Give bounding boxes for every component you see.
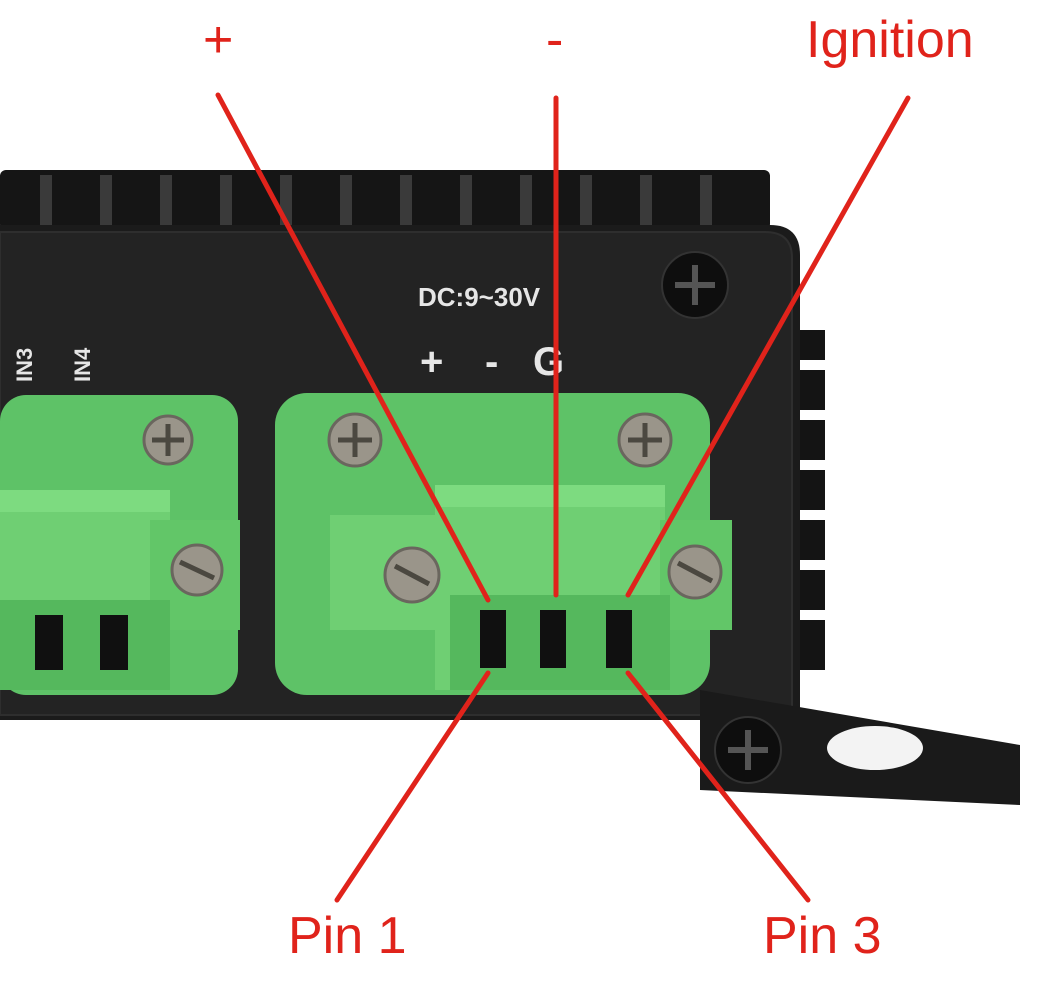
callout-line-pin1 bbox=[334, 670, 491, 903]
callout-lines bbox=[215, 92, 911, 903]
heatsink-fins-top bbox=[0, 170, 770, 230]
panel-screw-top bbox=[661, 251, 729, 319]
plus-callout-label: + bbox=[203, 11, 234, 69]
io-terminal-block bbox=[0, 395, 240, 695]
in3-label: IN3 bbox=[12, 348, 37, 382]
terminal-g-label: G bbox=[533, 340, 564, 384]
power-rating-label: DC:9~30V bbox=[418, 282, 541, 312]
ignition-callout-label: Ignition bbox=[806, 11, 974, 69]
panel-screw-bottom bbox=[714, 716, 782, 784]
power-terminal-block bbox=[275, 393, 732, 695]
in4-label: IN4 bbox=[70, 347, 95, 382]
callout-line-ignition bbox=[625, 95, 911, 598]
minus-callout-label: - bbox=[546, 11, 564, 69]
terminal-minus-label: - bbox=[485, 340, 498, 384]
callout-line-pin3 bbox=[625, 670, 811, 903]
terminal-plus-label: + bbox=[420, 340, 443, 384]
callout-line-plus bbox=[215, 92, 491, 603]
pin3-callout-label: Pin 3 bbox=[763, 907, 882, 965]
pin1-callout-label: Pin 1 bbox=[288, 907, 407, 965]
